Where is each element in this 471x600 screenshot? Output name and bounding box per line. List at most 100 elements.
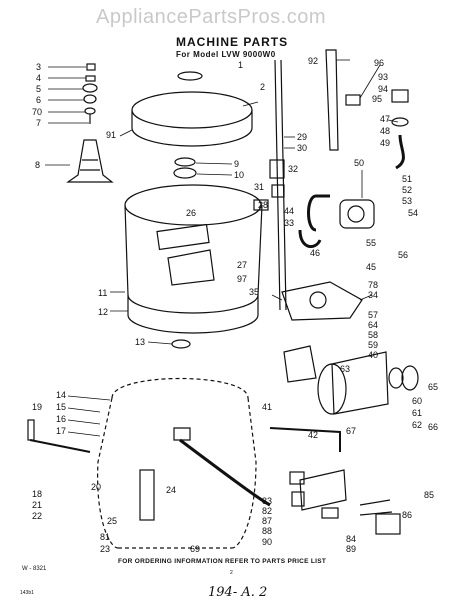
watermark: AppliancePartsPros.com <box>96 6 326 28</box>
callout: 63 <box>340 364 350 374</box>
callout: 83 <box>262 496 272 506</box>
callout: 57 <box>368 310 378 320</box>
callout: 49 <box>380 138 390 148</box>
callout: 10 <box>234 170 244 180</box>
pump <box>298 194 375 248</box>
callout: 89 <box>346 544 356 554</box>
callout: 40 <box>368 350 378 360</box>
callout: 52 <box>402 185 412 195</box>
callout: 6 <box>36 95 41 105</box>
callout: 60 <box>412 396 422 406</box>
callout: 69 <box>190 544 200 554</box>
callout: 94 <box>378 84 388 94</box>
callout: 84 <box>346 534 356 544</box>
callout: 24 <box>166 485 176 495</box>
tub-seal <box>171 339 191 349</box>
callout: 86 <box>402 510 412 520</box>
fill-hose <box>325 49 409 170</box>
callout: 8 <box>35 160 40 170</box>
callout: 65 <box>428 382 438 392</box>
callout: 16 <box>56 414 66 424</box>
callout: 50 <box>354 158 364 168</box>
switch-parts <box>289 469 401 535</box>
callout: 32 <box>288 164 298 174</box>
motor <box>283 345 419 415</box>
callout: 55 <box>366 238 376 248</box>
side-code: 143b1 <box>20 590 34 596</box>
callout: 95 <box>372 94 382 104</box>
callout: 23 <box>100 544 110 554</box>
callout: 7 <box>36 118 41 128</box>
callout: 35 <box>249 287 259 297</box>
callout: 42 <box>308 430 318 440</box>
callout: 97 <box>237 274 247 284</box>
callout: 85 <box>424 490 434 500</box>
tub-cover <box>131 71 253 147</box>
callout: 70 <box>32 107 42 117</box>
callout: 17 <box>56 426 66 436</box>
gearcase <box>281 281 363 321</box>
handwritten-note: 194- A. 2 <box>208 585 268 600</box>
callout: 14 <box>56 390 66 400</box>
callout: 48 <box>380 126 390 136</box>
callout: 58 <box>368 330 378 340</box>
callout: 5 <box>36 84 41 94</box>
outer-tub <box>97 377 271 549</box>
callout: 31 <box>254 182 264 192</box>
diagram-title: MACHINE PARTS <box>176 35 289 49</box>
callout: 15 <box>56 402 66 412</box>
callout: 26 <box>186 208 196 218</box>
callout: 67 <box>346 426 356 436</box>
callout: 56 <box>398 250 408 260</box>
callout: 4 <box>36 73 41 83</box>
callout: 41 <box>262 402 272 412</box>
callout: 27 <box>237 260 247 270</box>
callout: 20 <box>91 482 101 492</box>
callout: 44 <box>284 206 294 216</box>
diagram-subtitle: For Model LVW 9000W0 <box>176 50 276 59</box>
callout: 62 <box>412 420 422 430</box>
callout: 54 <box>408 208 418 218</box>
leader-lines <box>45 59 399 437</box>
ordering-note: FOR ORDERING INFORMATION REFER TO PARTS … <box>118 558 327 565</box>
callout: 96 <box>374 58 384 68</box>
callout: 82 <box>262 506 272 516</box>
callout: 61 <box>412 408 422 418</box>
callout: 78 <box>368 280 378 290</box>
drain-hose <box>29 439 91 453</box>
drive-rod <box>269 427 341 452</box>
callout: 91 <box>106 130 116 140</box>
callout-numbers: 3 4 5 6 70 7 8 1 2 91 9 10 26 27 97 11 1… <box>32 56 438 554</box>
page-mark: 2 <box>230 570 233 576</box>
callout: 90 <box>262 537 272 547</box>
callout: 53 <box>402 196 412 206</box>
callout: 59 <box>368 340 378 350</box>
callout: 13 <box>135 337 145 347</box>
callout: 51 <box>402 174 412 184</box>
callout: 45 <box>366 262 376 272</box>
callout: 22 <box>32 511 42 521</box>
callout: 28 <box>258 200 268 210</box>
agitator-parts <box>66 63 114 183</box>
callout: 21 <box>32 500 42 510</box>
callout: 2 <box>260 82 265 92</box>
callout: 46 <box>310 248 320 258</box>
seal-ring <box>173 167 197 179</box>
callout: 33 <box>284 218 294 228</box>
callout: 29 <box>297 132 307 142</box>
callout: 81 <box>100 532 110 542</box>
callout: 25 <box>107 516 117 526</box>
callout: 92 <box>308 56 318 66</box>
callout: 88 <box>262 526 272 536</box>
callout: 30 <box>297 143 307 153</box>
callout: 18 <box>32 489 42 499</box>
callout: 9 <box>234 159 239 169</box>
drive-shaft <box>253 59 287 311</box>
callout: 11 <box>98 288 107 298</box>
callout: 3 <box>36 62 41 72</box>
callout: 66 <box>428 422 438 432</box>
callout: 64 <box>368 320 378 330</box>
callout: 87 <box>262 516 272 526</box>
